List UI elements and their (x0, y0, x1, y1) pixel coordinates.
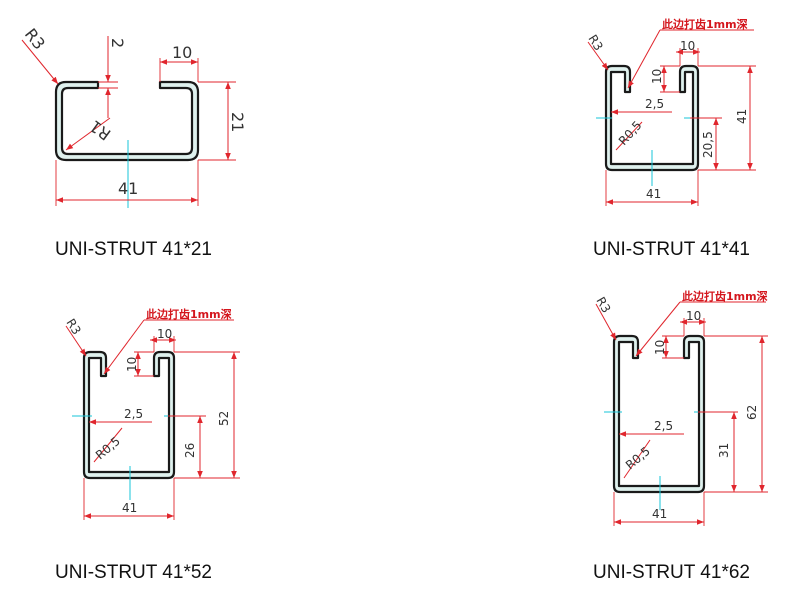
profile-41x41: 41 41 20,5 10 10 2,5 R0,5 R3 此边打齿1mm深 (585, 17, 756, 206)
profile-41x62-outer-radius-label: R3 (593, 295, 613, 316)
profile-41x21-lip-label: 10 (172, 43, 192, 62)
profile-41x52-width-label: 41 (122, 501, 137, 515)
profile-41x41-caption: UNI-STRUT 41*41 (593, 239, 750, 260)
profile-41x62-outer-radius-leader (595, 303, 617, 341)
profile-41x52-lip-label: 10 (157, 327, 172, 341)
profile-41x52-inner-radius-label: R0,5 (93, 434, 123, 462)
profile-41x52-outer-radius-label: R3 (63, 316, 83, 337)
profile-41x41-inner-radius-label: R0,5 (616, 118, 645, 148)
profile-41x52: 41 52 26 10 10 2,5 R0,5 R3 此边打齿1mm深 (63, 307, 240, 520)
profile-41x41-note-leader (627, 29, 661, 89)
profile-41x52-inner-radius-leader (93, 427, 123, 463)
profile-41x52-shape (82, 350, 176, 480)
profile-41x41-note: 此边打齿1mm深 (662, 17, 748, 31)
profile-41x52-outer-radius-leader (65, 325, 87, 357)
profile-41x62-inner-radius-leader (623, 439, 651, 479)
profile-41x62: 41 62 31 10 10 2,5 R0,5 R3 此边打齿1mm深 (593, 289, 768, 526)
profile-41x21-shape (54, 80, 200, 162)
profile-41x62-caption: UNI-STRUT 41*62 (593, 562, 750, 583)
profile-41x41-height-label: 41 (735, 109, 749, 124)
profile-41x62-width-label: 41 (652, 507, 667, 521)
profile-41x21: 41 21 10 2 R3 R1 (21, 25, 247, 208)
profile-41x52-height-label: 52 (217, 411, 231, 426)
profile-41x52-note-leader (103, 319, 145, 375)
profile-41x52-note: 此边打齿1mm深 (146, 307, 232, 321)
profile-41x21-width-label: 41 (118, 179, 138, 198)
profile-41x62-half-height-label: 31 (717, 443, 731, 458)
profile-41x21-outer-radius-leader (21, 39, 59, 85)
profile-41x62-note: 此边打齿1mm深 (682, 289, 768, 303)
profile-41x21-height-label: 21 (228, 112, 247, 132)
profile-41x41-shape (604, 64, 700, 172)
profile-41x62-note-leader (635, 301, 681, 357)
profile-41x62-lip-depth-label: 10 (653, 340, 667, 355)
profile-41x41-width-label: 41 (646, 187, 661, 201)
profile-41x52-caption: UNI-STRUT 41*52 (55, 562, 212, 583)
profile-41x41-half-height-label: 20,5 (701, 131, 715, 158)
profile-41x62-inner-radius-label: R0,5 (623, 444, 653, 472)
profile-41x41-inner-radius-leader (615, 121, 643, 151)
profile-41x41-gap-label: 2,5 (645, 97, 664, 111)
profile-41x21-caption: UNI-STRUT 41*21 (55, 239, 212, 260)
profile-41x41-outer-radius-leader (587, 41, 609, 71)
profile-41x41-outer-radius-label: R3 (585, 32, 605, 53)
profile-41x62-shape (612, 334, 706, 494)
profile-41x41-lip-depth-label: 10 (650, 69, 664, 84)
profile-41x41-lip-label: 10 (680, 39, 695, 53)
profile-41x21-outer-radius-label: R3 (21, 25, 49, 53)
profile-41x62-gap-label: 2,5 (654, 419, 673, 433)
profile-41x52-gap-label: 2,5 (124, 407, 143, 421)
profile-41x21-thickness-label: 2 (108, 38, 127, 48)
profile-41x62-height-label: 62 (745, 405, 759, 420)
profile-41x52-lip-depth-label: 10 (125, 357, 139, 372)
profile-41x21-inner-radius-label: R1 (86, 116, 114, 144)
profile-41x52-half-height-label: 26 (183, 443, 197, 458)
profile-41x21-inner-radius-leader (65, 117, 111, 151)
profile-41x62-lip-label: 10 (686, 309, 701, 323)
